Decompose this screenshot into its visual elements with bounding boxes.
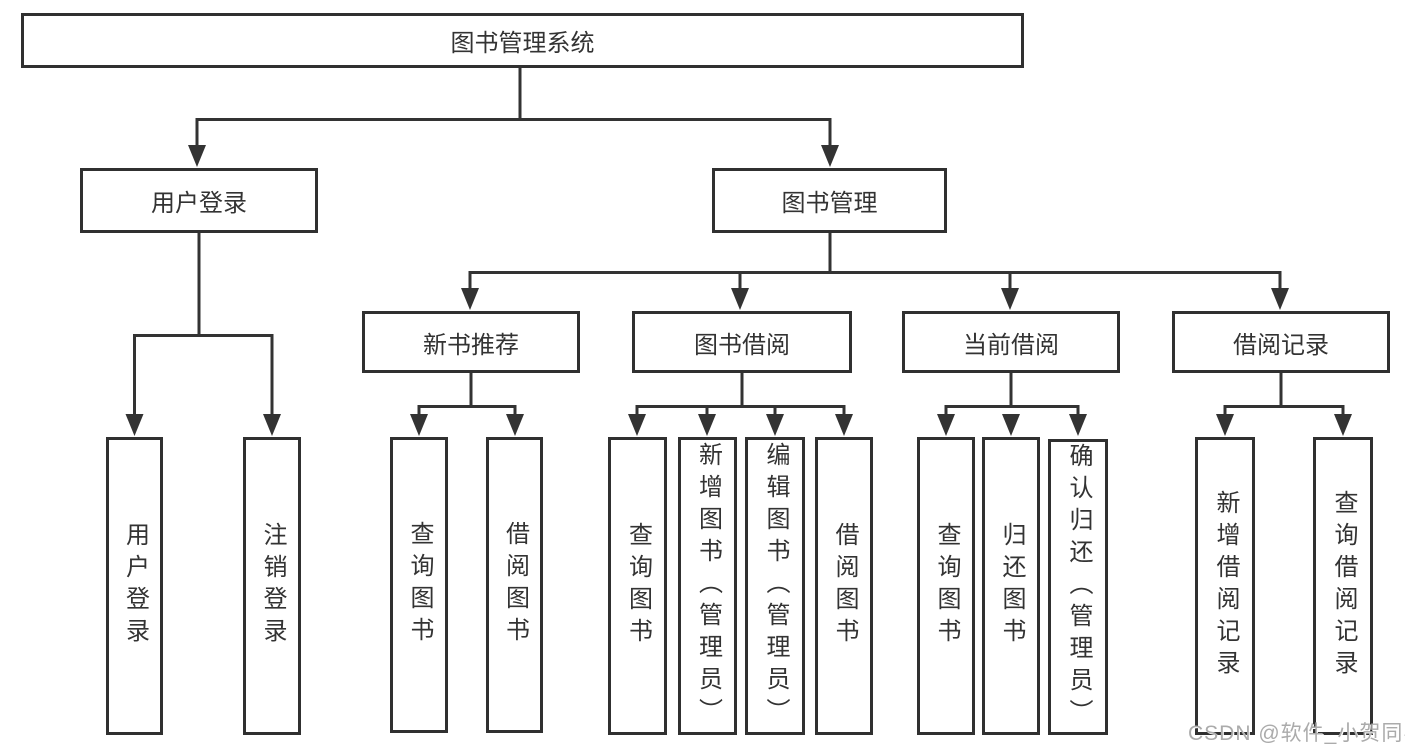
connector-strokes [133,66,1345,416]
node-label: 查询图书 [933,522,960,650]
node-query-borrow-record: 查询借阅记录 [1313,437,1373,735]
arrowheads [125,145,1352,436]
node-label: 查询图书 [406,521,433,649]
csdn-watermark: CSDN @软件_小贺同学 [1188,722,1405,745]
node-add-book-admin: 新增图书（管理员） [678,437,737,735]
node-label: 用户登录 [121,522,149,650]
node-query-book-current: 查询图书 [917,437,975,735]
node-confirm-return-admin: 确认归还（管理员） [1048,439,1108,735]
node-label: 编辑图书（管理员） [762,442,789,730]
node-current-borrowing: 当前借阅 [902,311,1120,373]
node-label: 确认归还（管理员） [1065,443,1092,731]
node-label: 借阅记录 [1233,331,1329,359]
node-borrowing-records: 借阅记录 [1172,311,1390,373]
node-borrow-book-recommend: 借阅图书 [486,437,543,733]
node-edit-book-admin: 编辑图书（管理员） [745,437,805,735]
node-label: 图书管理系统 [450,30,595,57]
node-label: 查询借阅记录 [1330,490,1357,682]
node-library-management-system: 图书管理系统 [21,13,1024,68]
node-book-management: 图书管理 [712,168,947,233]
node-return-book: 归还图书 [982,437,1040,735]
node-logout-login: 注销登录 [243,437,301,735]
node-label: 查询图书 [624,522,652,650]
node-label: 用户登录 [151,190,247,217]
node-label: 新书推荐 [423,331,519,359]
node-label: 借阅图书 [831,522,858,650]
node-borrow-book: 借阅图书 [815,437,873,735]
node-label: 图书管理 [781,190,878,217]
node-user-login-leaf: 用户登录 [106,437,163,735]
node-new-book-recommendation: 新书推荐 [362,311,580,373]
node-label: 借阅图书 [501,521,529,649]
node-query-book-borrowing: 查询图书 [608,437,667,735]
node-book-borrowing: 图书借阅 [632,311,852,373]
node-label: 图书借阅 [694,331,790,359]
node-add-borrow-record: 新增借阅记录 [1195,437,1255,735]
node-label: 新增图书（管理员） [694,442,722,730]
node-query-book-recommend: 查询图书 [390,437,448,733]
node-user-login: 用户登录 [80,168,318,233]
node-label: 注销登录 [259,522,286,650]
node-label: 归还图书 [998,522,1025,650]
node-label: 新增借阅记录 [1212,490,1239,682]
node-label: 当前借阅 [963,331,1059,359]
